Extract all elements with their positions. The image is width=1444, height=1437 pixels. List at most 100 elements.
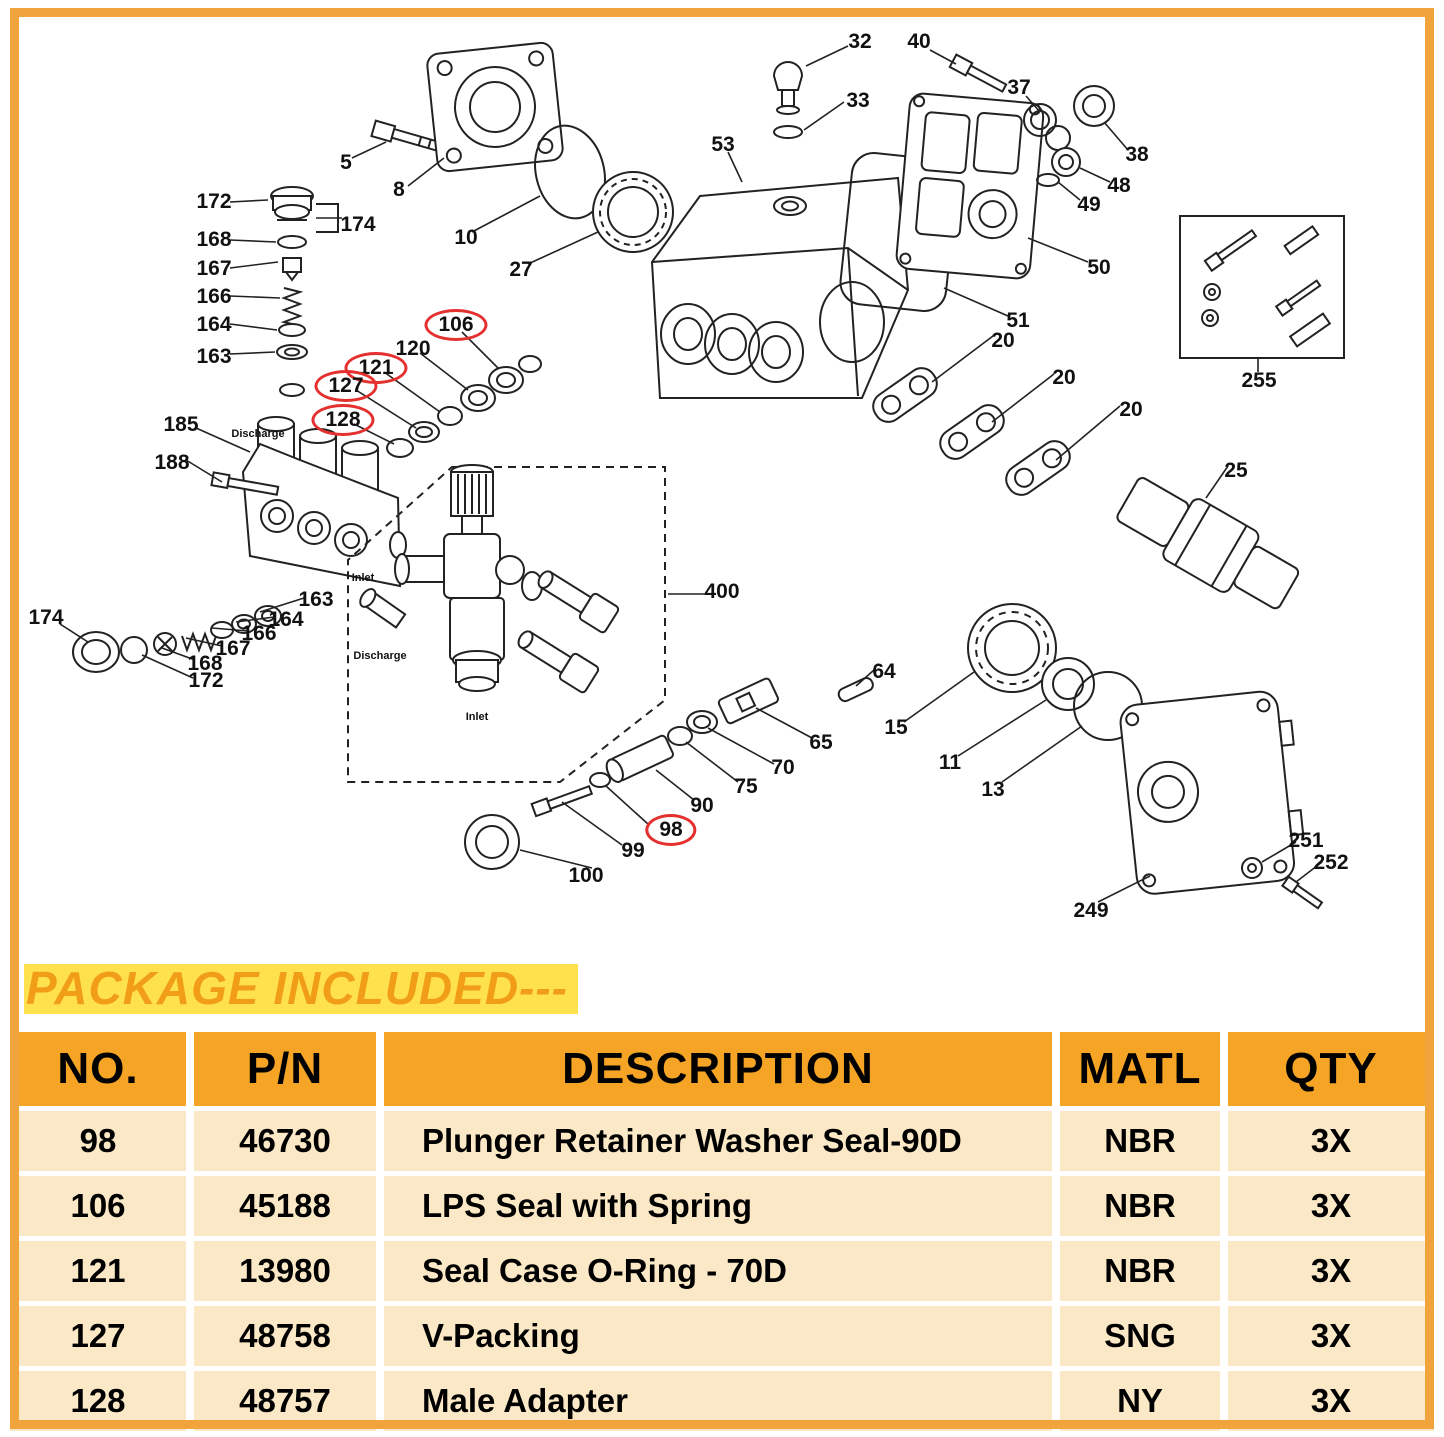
table-cell: 3X	[1228, 1176, 1434, 1236]
plunger-cap-100	[464, 814, 520, 870]
washer-seal-98	[589, 772, 611, 788]
table-cell: SNG	[1060, 1306, 1220, 1366]
part-label-174: 174	[28, 606, 64, 629]
unloader-group-outline-400	[347, 466, 666, 783]
table-cell: 3X	[1228, 1371, 1434, 1431]
table-cell: 127	[10, 1306, 186, 1366]
part-label-49: 49	[1077, 193, 1101, 216]
part-label-251: 251	[1288, 829, 1324, 852]
washer-164	[278, 323, 306, 337]
outlet-plug	[537, 570, 620, 634]
o-ring-10	[534, 124, 606, 220]
fitting-38	[1073, 85, 1115, 127]
bolt-99	[530, 784, 594, 818]
part-label-13: 13	[981, 778, 1005, 801]
table-cell: Plunger Retainer Washer Seal-90D	[384, 1111, 1052, 1171]
seal-70	[686, 710, 718, 734]
table-cell: LPS Seal with Spring	[384, 1176, 1052, 1236]
part-label-98: 98	[645, 814, 697, 846]
part-label-174: 174	[340, 213, 376, 236]
part-label-255: 255	[1241, 369, 1277, 392]
table-cell: 46730	[194, 1111, 376, 1171]
table-cell: V-Packing	[384, 1306, 1052, 1366]
table-cell: 48757	[194, 1371, 376, 1431]
part-label-27: 27	[509, 258, 533, 281]
part-label-127: 127	[314, 370, 378, 402]
part-label-400: 400	[704, 580, 740, 603]
clamp-20	[939, 404, 1005, 460]
part-label-25: 25	[1224, 459, 1248, 482]
part-label-10: 10	[454, 226, 478, 249]
section-title: PACKAGE INCLUDED---	[24, 964, 579, 1015]
table-cell: NBR	[1060, 1111, 1220, 1171]
header-cell-qty: QTY	[1228, 1032, 1434, 1106]
exploded-view-drawing	[59, 41, 1345, 910]
table-cell: NY	[1060, 1371, 1220, 1431]
part-label-172: 172	[196, 190, 232, 213]
valve-168	[153, 632, 177, 656]
part-label-20: 20	[1052, 366, 1076, 389]
part-label-discharge: Discharge	[353, 650, 407, 662]
washer-11	[1041, 657, 1095, 711]
screw-252	[1280, 875, 1324, 910]
clamp-20	[1005, 440, 1071, 496]
part-label-166: 166	[196, 285, 232, 308]
part-label-128: 128	[311, 404, 375, 436]
plunger-90	[605, 734, 674, 783]
table-cell: 128	[10, 1371, 186, 1431]
rear-cover-50	[895, 92, 1045, 280]
table-cell: 3X	[1228, 1111, 1434, 1171]
part-label-172: 172	[188, 669, 224, 692]
inlet-fitting-172	[270, 186, 314, 221]
part-label-50: 50	[1087, 256, 1111, 279]
part-label-51: 51	[1006, 309, 1030, 332]
part-label-75: 75	[734, 775, 758, 798]
bearing-15	[967, 603, 1057, 693]
part-label-185: 185	[163, 413, 199, 436]
bearing-27	[592, 171, 674, 253]
table-cell: 13980	[194, 1241, 376, 1301]
part-label-53: 53	[711, 133, 735, 156]
part-label-11: 11	[938, 751, 962, 774]
part-label-99: 99	[621, 839, 645, 862]
part-label-168: 168	[187, 652, 223, 675]
o-ring-172	[120, 636, 148, 664]
part-label-20: 20	[991, 329, 1015, 352]
hardware-kit-255	[1179, 215, 1345, 359]
table-cell: 48758	[194, 1306, 376, 1366]
part-label-40: 40	[907, 30, 931, 53]
part-label-48: 48	[1107, 174, 1131, 197]
ring-75	[667, 726, 693, 746]
bearing-flange-8	[426, 41, 564, 173]
part-label-70: 70	[771, 756, 795, 779]
part-label-inlet: Inlet	[351, 572, 375, 584]
o-ring-168	[277, 235, 307, 249]
part-label-120: 120	[395, 337, 431, 360]
part-label-106: 106	[424, 309, 488, 341]
pin-64	[837, 677, 874, 703]
spring-166	[280, 287, 304, 327]
part-label-164: 164	[268, 608, 304, 631]
outlet-plug	[517, 630, 600, 694]
part-label-20: 20	[1119, 398, 1143, 421]
table-cell: NBR	[1060, 1176, 1220, 1236]
pump-manifold-53	[650, 176, 910, 399]
table-cell: Seal Case O-Ring - 70D	[384, 1241, 1052, 1301]
part-label-5: 5	[340, 151, 352, 174]
part-label-163: 163	[298, 588, 334, 611]
table-cell: 106	[10, 1176, 186, 1236]
table-cell: Male Adapter	[384, 1371, 1052, 1431]
part-label-164: 164	[196, 313, 232, 336]
part-label-64: 64	[872, 660, 896, 683]
bearing-cover-249	[1119, 690, 1305, 895]
table-cell: NBR	[1060, 1241, 1220, 1301]
header-cell-pn: P/N	[194, 1032, 376, 1106]
clamp-20	[872, 367, 938, 423]
plug-174	[72, 631, 120, 673]
lock-washer-251	[1241, 857, 1263, 879]
bolt-40	[948, 53, 1008, 93]
leader-lines	[59, 45, 1323, 903]
